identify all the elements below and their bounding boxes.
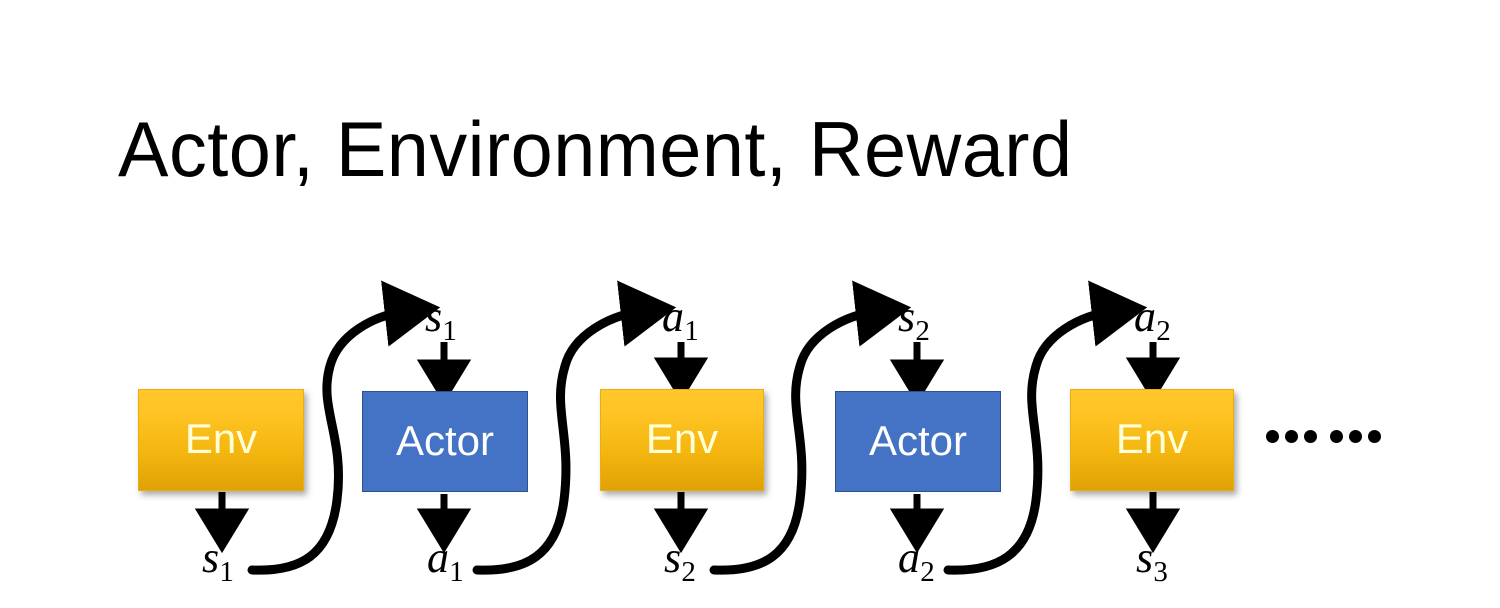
label-top-a2: a2	[1134, 292, 1171, 346]
label-bottom-s3-base: s	[1136, 533, 1154, 582]
node-env-2[interactable]: Env	[600, 389, 764, 491]
label-bottom-a2-base: a	[898, 533, 920, 582]
node-env-1-label: Env	[184, 415, 258, 462]
label-bottom-a1: a1	[427, 533, 464, 587]
node-actor-2-label: Actor	[868, 416, 968, 464]
label-top-s1: s1	[425, 292, 457, 346]
ellipsis-dot	[1349, 430, 1362, 443]
label-top-s2-sub: 2	[915, 314, 930, 347]
ellipsis-dot	[1330, 430, 1343, 443]
node-actor-2[interactable]: Actor	[835, 391, 1001, 492]
label-top-a1-base: a	[662, 292, 684, 341]
label-bottom-s2-sub: 2	[681, 555, 696, 588]
ellipsis-dot	[1285, 430, 1298, 443]
node-env-3[interactable]: Env	[1070, 389, 1234, 491]
label-top-a2-sub: 2	[1156, 314, 1171, 347]
node-actor-1[interactable]: Actor	[362, 391, 528, 492]
label-top-a2-base: a	[1134, 292, 1156, 341]
ellipsis-dot	[1368, 430, 1381, 443]
continuation-ellipsis	[1266, 430, 1381, 443]
label-bottom-a1-base: a	[427, 533, 449, 582]
label-top-s2-base: s	[898, 292, 916, 341]
node-env-3-label: Env	[1115, 415, 1189, 462]
page-title: Actor, Environment, Reward	[118, 105, 1073, 193]
ellipsis-dot	[1304, 430, 1317, 443]
node-env-2-label: Env	[645, 415, 719, 462]
node-env-1[interactable]: Env	[138, 389, 304, 491]
label-top-s1-base: s	[425, 292, 443, 341]
label-bottom-s3-sub: 3	[1153, 555, 1168, 588]
node-actor-1-label: Actor	[395, 416, 495, 464]
label-bottom-a1-sub: 1	[449, 555, 464, 588]
label-top-s1-sub: 1	[442, 314, 457, 347]
label-bottom-s3: s3	[1136, 533, 1168, 587]
label-bottom-s1: s1	[202, 533, 234, 587]
label-top-a1: a1	[662, 292, 699, 346]
label-bottom-s2-base: s	[664, 533, 682, 582]
ellipsis-dot	[1266, 430, 1279, 443]
label-top-s2: s2	[898, 292, 930, 346]
label-bottom-s1-sub: 1	[219, 555, 234, 588]
label-bottom-a2-sub: 2	[920, 555, 935, 588]
label-top-a1-sub: 1	[684, 314, 699, 347]
label-bottom-s2: s2	[664, 533, 696, 587]
label-bottom-a2: a2	[898, 533, 935, 587]
label-bottom-s1-base: s	[202, 533, 220, 582]
